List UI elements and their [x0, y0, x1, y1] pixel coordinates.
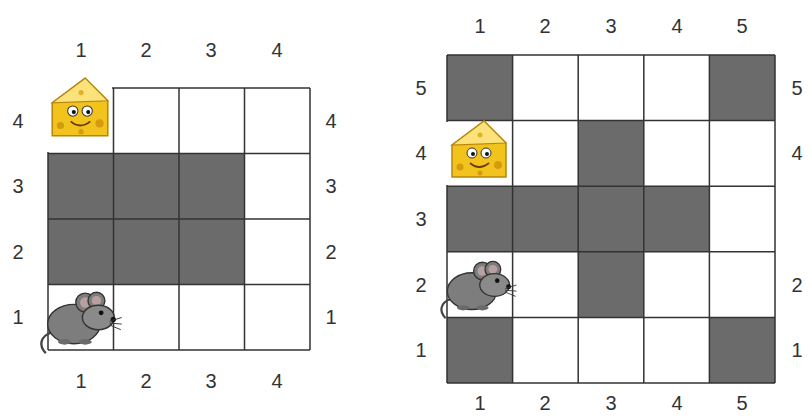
row-number: 2 — [415, 275, 426, 295]
row-number: 2 — [791, 275, 802, 295]
column-number: 5 — [736, 16, 747, 36]
row-number: 4 — [12, 111, 23, 131]
column-number: 3 — [205, 40, 216, 60]
row-number: 3 — [12, 176, 23, 196]
grid-lines — [447, 55, 775, 383]
row-number: 4 — [415, 143, 426, 163]
row-number: 2 — [12, 242, 23, 262]
column-number: 3 — [205, 371, 216, 391]
column-number: 2 — [539, 16, 550, 36]
column-number: 1 — [474, 393, 485, 413]
picture-ground — [443, 122, 511, 185]
mouse-picture — [441, 261, 516, 318]
row-number: 5 — [791, 78, 802, 98]
row-number: 3 — [325, 176, 336, 196]
column-number: 1 — [75, 40, 86, 60]
column-number: 4 — [671, 16, 682, 36]
column-number: 4 — [271, 40, 282, 60]
mouse-picture — [41, 292, 121, 353]
column-number: 4 — [271, 371, 282, 391]
column-number: 1 — [474, 16, 485, 36]
wall-cell — [447, 317, 513, 383]
column-number: 3 — [605, 16, 616, 36]
row-number: 1 — [12, 307, 23, 327]
row-number: 4 — [791, 143, 802, 163]
cheese-picture — [52, 78, 108, 136]
wall-cell — [578, 121, 644, 187]
column-number: 1 — [75, 371, 86, 391]
row-number: 5 — [415, 78, 426, 98]
column-number: 3 — [605, 393, 616, 413]
column-number: 5 — [736, 393, 747, 413]
row-number: 3 — [415, 209, 426, 229]
wall-cell — [709, 55, 775, 121]
column-number: 2 — [539, 393, 550, 413]
wall-cell — [447, 55, 513, 121]
wall-cell — [578, 252, 644, 318]
column-number: 2 — [140, 40, 151, 60]
cheese-picture — [452, 121, 506, 177]
column-number: 4 — [671, 393, 682, 413]
row-number: 1 — [791, 340, 802, 360]
row-number: 1 — [325, 307, 336, 327]
row-number: 1 — [415, 340, 426, 360]
column-number: 2 — [140, 371, 151, 391]
grid-ground — [447, 55, 775, 383]
row-number: 4 — [325, 111, 336, 131]
row-number: 2 — [325, 242, 336, 262]
wall-cell — [709, 317, 775, 383]
